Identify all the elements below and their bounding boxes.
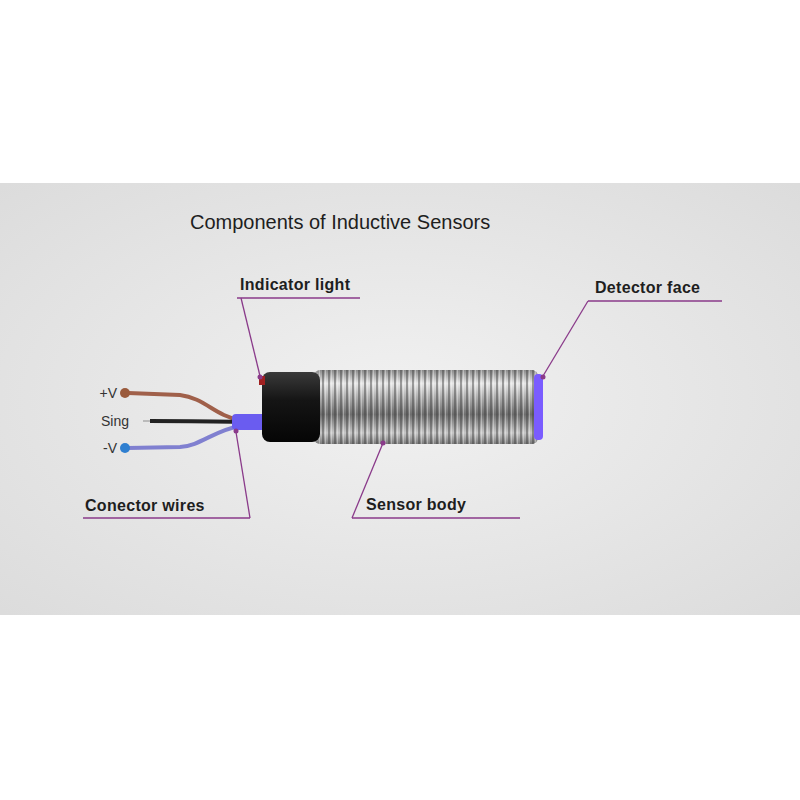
blue-wire bbox=[128, 426, 240, 448]
leader-dot bbox=[381, 441, 386, 446]
diagram-title: Components of Inductive Sensors bbox=[190, 211, 490, 234]
signal-wire bbox=[150, 421, 240, 422]
leader-line bbox=[83, 517, 250, 518]
pin-label: +V bbox=[99, 385, 117, 401]
leader-line bbox=[241, 298, 260, 376]
sensor-cap bbox=[262, 372, 320, 442]
leader-line bbox=[237, 297, 360, 298]
pin-label: Sing bbox=[101, 413, 129, 429]
part-label: Conector wires bbox=[85, 497, 205, 515]
leader-line bbox=[236, 432, 250, 518]
leader-line bbox=[543, 301, 588, 376]
leader-dot bbox=[234, 429, 239, 434]
leader-line bbox=[352, 517, 520, 518]
part-label: Sensor body bbox=[366, 496, 466, 514]
cable-sheath bbox=[232, 414, 266, 430]
leader-dot bbox=[541, 375, 546, 380]
terminal-dot bbox=[120, 388, 130, 398]
part-label: Detector face bbox=[595, 279, 700, 297]
part-label: Indicator light bbox=[240, 276, 350, 294]
pin-label: -V bbox=[103, 440, 117, 456]
leader-line bbox=[588, 300, 722, 301]
brown-wire bbox=[128, 393, 240, 420]
leader-dot bbox=[258, 375, 263, 380]
signal-tip bbox=[143, 420, 150, 422]
sensor-body bbox=[314, 370, 538, 444]
detector-face bbox=[534, 374, 543, 440]
thread bbox=[318, 370, 536, 444]
background-band bbox=[0, 183, 800, 615]
terminal-dot bbox=[120, 443, 130, 453]
